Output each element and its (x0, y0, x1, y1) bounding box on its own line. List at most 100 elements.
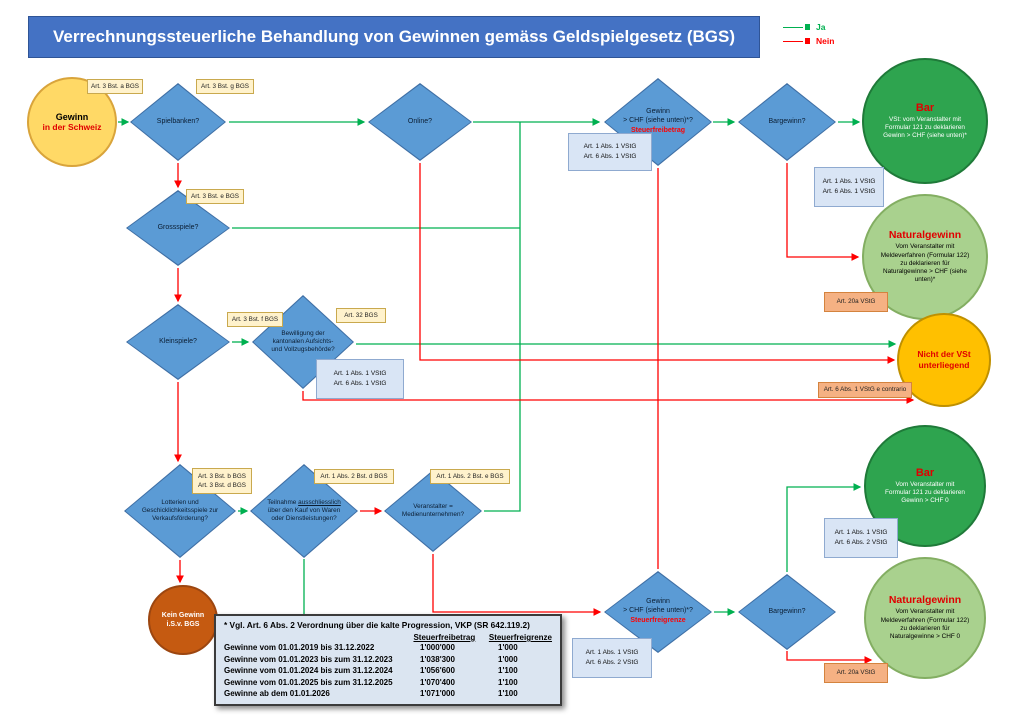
lawbox-art20a-bottom: Art. 20a VStG (824, 663, 888, 683)
result-title: Bar (915, 466, 935, 479)
vkp-table-row: Gewinne ab dem 01.01.2026 1'071'000 1'100 (224, 688, 552, 700)
vkp-cell: Gewinne vom 01.01.2025 bis zum 31.12.202… (224, 677, 393, 687)
vkp-cell: 1'000 (498, 654, 518, 664)
decision-label: Grossspiele? (157, 223, 199, 231)
decision-teilnahme-kauf: Teilnahme ausschliesslich über den Kauf … (250, 464, 358, 558)
gewinn-bottom-line2: > CHF (siehe unten)*? (623, 607, 693, 615)
gewinn-bottom-line1: Gewinn (646, 598, 670, 606)
legend-ja-label: Ja (816, 22, 826, 32)
result-title: Bar (915, 101, 935, 114)
ja-arrow-icon (783, 26, 803, 28)
flow-arrow-ja (786, 483, 862, 572)
result-nicht-vst: Nicht der VSt unterliegend (897, 313, 991, 407)
result-bar-bottom: Bar Vom Veranstalter mit Formular 121 zu… (864, 425, 986, 547)
note-art1-2d-bgs: Art. 1 Abs. 2 Bst. d BGS (314, 469, 394, 484)
lawbox-vstg-4: Art. 1 Abs. 1 VStG Art. 6 Abs. 2 VStG (824, 518, 898, 558)
vkp-cell: 1'071'000 (420, 689, 455, 699)
col-steuerfreigrenze: Steuerfreigrenze (488, 633, 552, 642)
gewinn-top-line1: Gewinn (646, 108, 670, 116)
legend-ja: Ja (783, 20, 834, 34)
vkp-cell: Gewinne ab dem 01.01.2026 (224, 689, 330, 699)
nein-arrowhead-icon (805, 38, 810, 44)
vkp-table-rows: Gewinne vom 01.01.2019 bis 31.12.2022 1'0… (224, 642, 552, 700)
vkp-cell: 1'100 (498, 689, 518, 699)
result-title: Nicht der VSt unterliegend (917, 348, 971, 370)
legend-nein: Nein (783, 34, 834, 48)
decision-bargewinn-bottom: Bargewinn? (738, 574, 836, 650)
page-title: Verrechnungssteuerliche Behandlung von G… (28, 16, 760, 58)
flow-arrow-nein (302, 391, 915, 404)
vkp-cell: 1'100 (498, 677, 518, 687)
result-kein-gewinn: Kein Gewinn i.S.v. BGS (148, 585, 218, 655)
teilnahme-word-underlined: ausschliesslich (298, 499, 341, 506)
lawbox-vstg-3: Art. 1 Abs. 1 VStG Art. 6 Abs. 1 VStG (316, 359, 404, 399)
result-title: Naturalgewinn (888, 229, 962, 242)
decision-label: Teilnahme ausschliesslich über den Kauf … (250, 464, 358, 558)
result-body: Vom Veranstalter mit Meldeverfahren (For… (880, 243, 970, 284)
vkp-table: * Vgl. Art. 6 Abs. 2 Verordnung über die… (214, 614, 562, 706)
decision-label: Kleinspiele? (159, 337, 197, 345)
decision-label: Bargewinn? (768, 117, 806, 125)
vkp-table-row: Gewinne vom 01.01.2024 bis zum 31.12.202… (224, 665, 552, 677)
note-art3f-bgs: Art. 3 Bst. f BGS (227, 312, 283, 327)
teilnahme-rest: über den Kauf von Waren oder Dienstleist… (267, 507, 341, 522)
note-art3bd-bgs: Art. 3 Bst. b BGS Art. 3 Bst. d BGS (192, 468, 252, 494)
vkp-cell: 1'000 (498, 643, 518, 652)
note-art3a-bgs: Art. 3 Bst. a BGS (87, 79, 143, 94)
result-body: VSt: vom Veranstalter mit Formular 121 z… (883, 115, 967, 140)
lawbox-art20a-top: Art. 20a VStG (824, 292, 888, 312)
decision-spielbanken: Spielbanken? (130, 83, 226, 161)
note-art32-bgs: Art. 32 BGS (336, 308, 386, 323)
col-steuerfreibetrag: Steuerfreibetrag (413, 633, 476, 642)
decision-kleinspiele: Kleinspiele? (126, 304, 230, 380)
vkp-cell: Gewinne vom 01.01.2023 bis zum 31.12.202… (224, 654, 393, 664)
lawbox-e-contrario: Art. 6 Abs. 1 VStG e contrario (818, 382, 912, 398)
ja-arrowhead-icon (805, 24, 810, 30)
result-naturalgewinn-top: Naturalgewinn Vom Veranstalter mit Melde… (862, 194, 988, 320)
flow-arrow-ja (219, 559, 305, 625)
decision-bargewinn-top: Bargewinn? (738, 83, 836, 161)
vkp-table-header: Steuerfreibetrag Steuerfreigrenze (224, 633, 552, 642)
start-line1: Gewinn (55, 112, 89, 122)
vkp-cell: 1'000'000 (420, 643, 455, 652)
note-art3g-bgs: Art. 3 Bst. g BGS (196, 79, 254, 94)
flow-arrow-nein (432, 554, 602, 616)
decision-label: Bargewinn? (768, 607, 806, 615)
decision-label: Lotterien und Geschicklichkeitsspiele zu… (141, 499, 219, 522)
note-art3e-bgs: Art. 3 Bst. e BGS (186, 189, 244, 204)
vkp-cell: 1'056'600 (420, 666, 455, 676)
decision-label: Bewilligung der kantonalen Aufsichts- un… (271, 330, 335, 353)
flow-arrow-nein (419, 163, 896, 364)
result-bar-top: Bar VSt: vom Veranstalter mit Formular 1… (862, 58, 988, 184)
note-art1-2e-bgs: Art. 1 Abs. 2 Bst. e BGS (430, 469, 510, 484)
header-spacer (224, 633, 413, 642)
vkp-cell: Gewinne vom 01.01.2019 bis 31.12.2022 (224, 643, 375, 652)
lawbox-vstg-2: Art. 1 Abs. 1 VStG Art. 6 Abs. 1 VStG (814, 167, 884, 207)
decision-label: Gewinn > CHF (siehe unten)*? Steuerfreib… (604, 78, 712, 166)
lawbox-vstg-5: Art. 1 Abs. 1 VStG Art. 6 Abs. 2 VStG (572, 638, 652, 678)
vkp-table-row: Gewinne vom 01.01.2023 bis zum 31.12.202… (224, 654, 552, 666)
decision-online: Online? (368, 83, 472, 161)
decision-label: Online? (407, 117, 433, 125)
flow-arrow-nein (786, 651, 873, 664)
result-body: Vom Veranstalter mit Formular 121 zu dek… (885, 480, 965, 505)
vkp-cell: 1'070'400 (420, 677, 455, 687)
vkp-table-title: * Vgl. Art. 6 Abs. 2 Verordnung über die… (224, 620, 530, 630)
start-line2: in der Schweiz (42, 122, 102, 132)
flow-arrow-nein (786, 163, 860, 261)
decision-gewinn-steuerfreigrenze: Gewinn > CHF (siehe unten)*? Steuerfreig… (604, 571, 712, 653)
nein-arrow-icon (783, 40, 803, 42)
vkp-cell: 1'100 (498, 666, 518, 676)
vkp-cell: 1'038'300 (420, 654, 455, 664)
vkp-table-row: Gewinne vom 01.01.2019 bis 31.12.2022 1'0… (224, 642, 552, 654)
lawbox-vstg-1: Art. 1 Abs. 1 VStG Art. 6 Abs. 1 VStG (568, 133, 652, 171)
teilnahme-line1: Teilnahme ausschliesslich (267, 499, 341, 507)
legend-nein-label: Nein (816, 36, 835, 46)
vkp-cell: Gewinne vom 01.01.2024 bis zum 31.12.202… (224, 666, 393, 676)
flow-arrow-ja (484, 122, 521, 512)
steuerfreigrenze-tag: Steuerfreigrenze (630, 616, 686, 624)
steuerfreibetrag-tag: Steuerfreibetrag (630, 126, 686, 134)
result-body: Vom Veranstalter mit Meldeverfahren (For… (880, 608, 970, 641)
decision-label: Spielbanken? (156, 117, 200, 125)
